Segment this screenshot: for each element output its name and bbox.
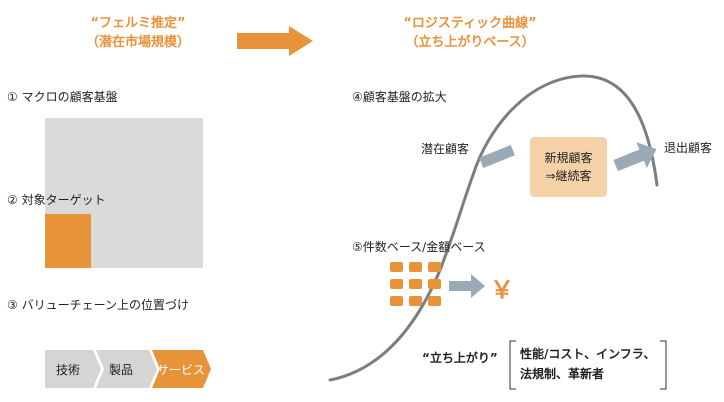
target-segment-box [45, 214, 91, 268]
chevron-technology-label: 技術 [56, 363, 81, 377]
left-bracket [509, 340, 516, 390]
count-grid-icon [390, 262, 446, 310]
rise-factors: 性能/コスト、インフラ、 法規制、革新者 [520, 344, 656, 384]
step-1-label: ① マクロの顧客基盤 [7, 90, 118, 104]
churned-customer-label: 退出顧客 [664, 141, 713, 155]
right-heading-subtitle: （立ち上がりベース） [405, 35, 535, 50]
count-to-value-arrow-icon [449, 274, 485, 298]
left-heading-subtitle: （潜在市場規模） [85, 35, 190, 50]
step-5-label: ⑤件数ベース/金額ベース [352, 240, 486, 254]
rise-factors-line1: 性能/コスト、インフラ、 [520, 347, 656, 361]
yen-symbol: ￥ [490, 276, 514, 304]
latent-customer-label: 潜在顧客 [421, 142, 470, 156]
right-bracket [660, 340, 667, 390]
new-customer-line2: ⇒継続客 [545, 169, 592, 183]
new-customer-box: 新規顧客 ⇒継続客 [530, 137, 607, 197]
rise-factors-line2: 法規制、革新者 [520, 367, 605, 381]
value-chain [45, 350, 211, 388]
chevron-technology [45, 350, 101, 388]
left-heading-title: “フェルミ推定” [90, 16, 186, 31]
chevron-service-label: サービス [157, 363, 206, 377]
left-heading: “フェルミ推定” （潜在市場規模） [33, 14, 243, 52]
step-2-label: ② 対象ターゲット [7, 193, 106, 207]
new-customer-line1: 新規顧客 [544, 151, 593, 165]
right-heading-title: “ロジスティック曲線” [403, 16, 537, 31]
right-heading: “ロジスティック曲線” （立ち上がりベース） [350, 14, 590, 52]
step-4-label: ④顧客基盤の拡大 [352, 90, 447, 104]
churn-arrow-icon [613, 142, 657, 172]
transition-arrow-icon [237, 26, 313, 56]
chevron-service [152, 350, 211, 388]
step-3-label: ③ バリューチェーン上の位置づけ [7, 298, 189, 312]
chevron-product-label: 製品 [109, 363, 134, 377]
chevron-product [96, 350, 157, 388]
rise-label: “立ち上がり” [422, 351, 498, 365]
